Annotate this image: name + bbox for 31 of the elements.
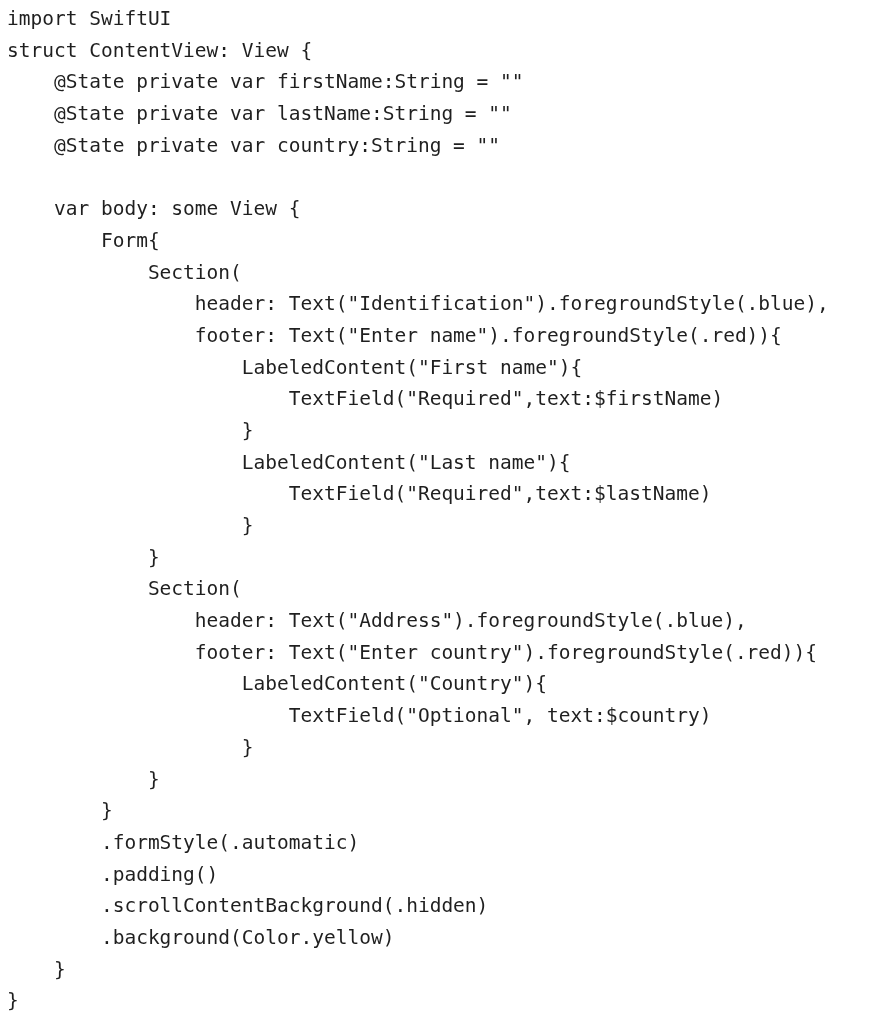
code-line: } [7, 988, 19, 1015]
code-line: @State private var lastName:String = "" [52, 101, 512, 128]
code-line: struct ContentView: View { [7, 37, 313, 64]
code-line: } [99, 798, 113, 825]
code-line: footer: Text("Enter name").foregroundStyle(.red)){ [193, 322, 782, 349]
code-line: TextField("Optional", text:$country) [287, 703, 712, 730]
code-line: var body: some View { [52, 196, 301, 223]
code-line: } [240, 417, 254, 444]
code-line: TextField("Required",text:$firstName) [287, 386, 724, 413]
code-line: import SwiftUI [7, 6, 172, 32]
code-line: .formStyle(.automatic) [99, 829, 360, 856]
code-line: LabeledContent("Last name"){ [240, 449, 571, 476]
code-line: } [52, 956, 66, 983]
code-line: header: Text("Address").foregroundStyle(.blue), [193, 608, 747, 635]
code-line: .background(Color.yellow) [99, 924, 395, 951]
code-line: @State private var country:String = "" [52, 132, 501, 159]
code-line: Form{ [99, 227, 160, 254]
code-line: Section( [146, 259, 242, 286]
code-line: .scrollContentBackground(.hidden) [99, 893, 489, 920]
code-line: } [146, 544, 160, 571]
code-line: footer: Text("Enter country").foregroundStyle(.red)){ [193, 639, 818, 666]
code-line: LabeledContent("First name"){ [240, 354, 583, 381]
code-line: Section( [146, 576, 242, 603]
code-line: LabeledContent("Country"){ [240, 671, 548, 698]
code-line: } [240, 734, 254, 761]
code-line: @State private var firstName:String = "" [52, 69, 524, 96]
code-line: header: Text("Identification").foregroundStyle(.blue), [193, 291, 829, 318]
code-line: TextField("Required",text:$lastName) [287, 481, 712, 508]
code-line: .padding() [99, 861, 219, 888]
code-line: } [146, 766, 160, 793]
code-line: } [240, 513, 254, 539]
